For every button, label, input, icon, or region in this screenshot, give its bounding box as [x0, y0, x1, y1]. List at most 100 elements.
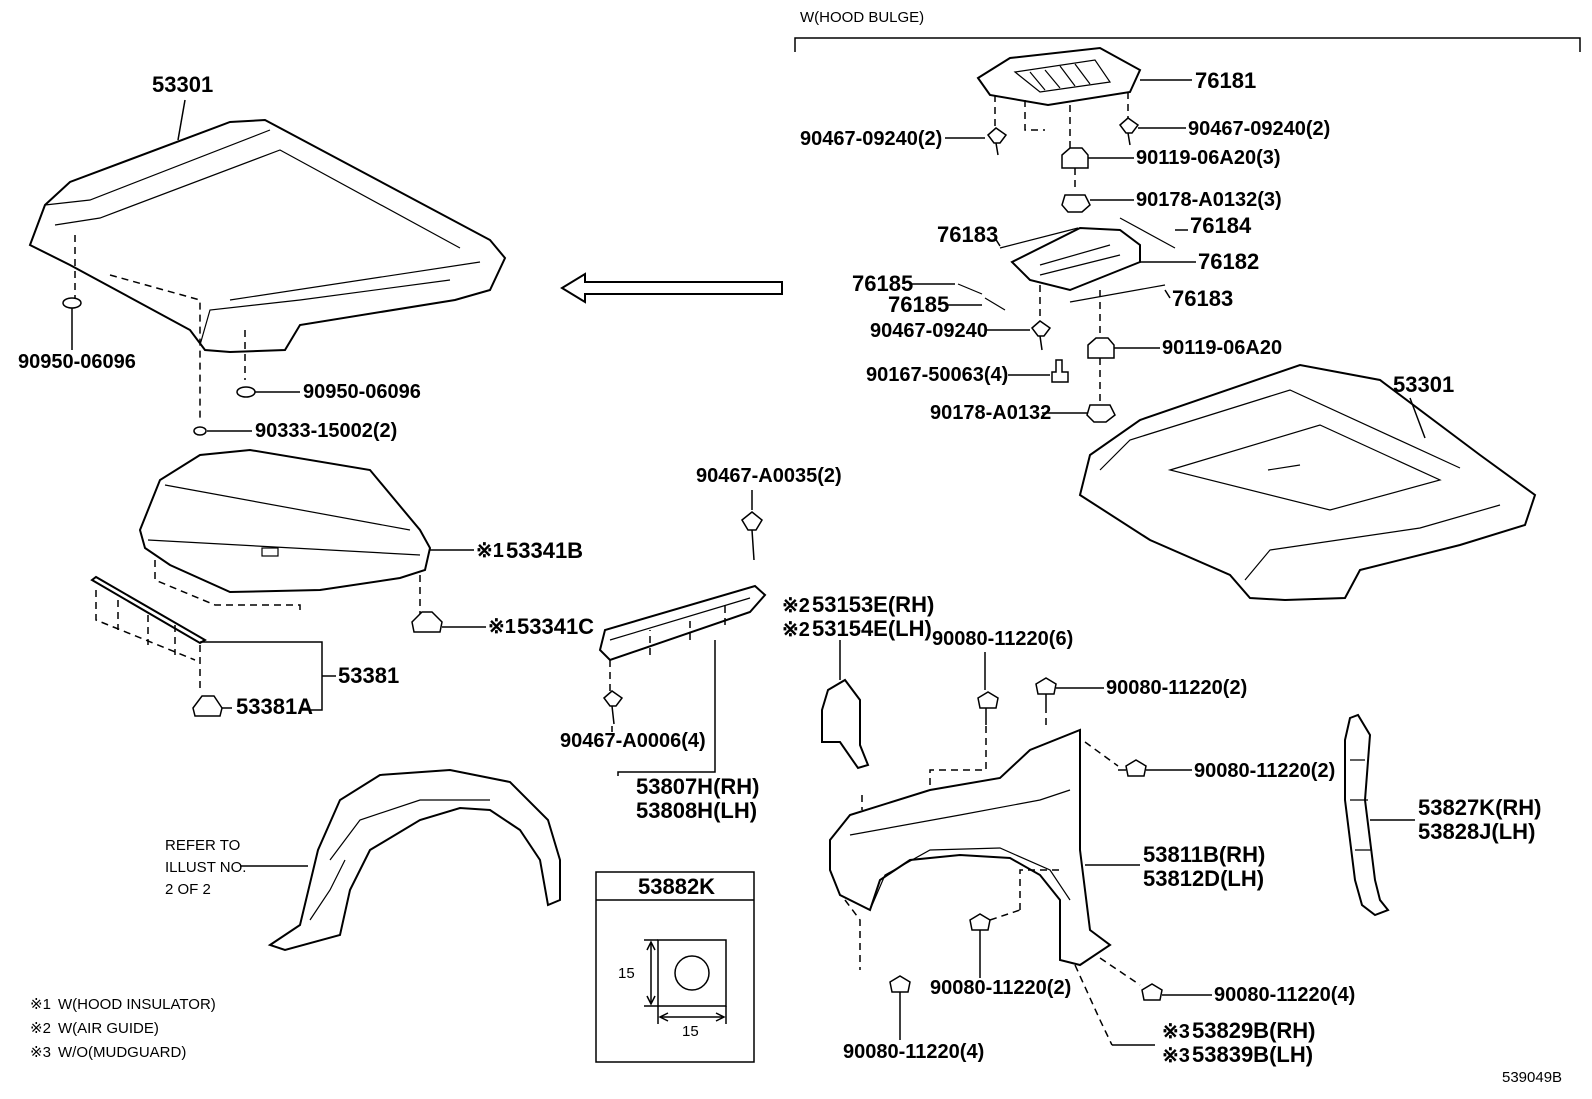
refer-note-line2: ILLUST NO. — [165, 859, 246, 876]
mark-insulator-clip: ※1 — [488, 616, 516, 638]
label-screw-50063: 90167-50063(4) — [866, 364, 1008, 386]
label-clip-a0035: 90467-A0035(2) — [696, 465, 842, 487]
refer-note-line3: 2 OF 2 — [165, 881, 211, 898]
nut-icon — [1087, 337, 1115, 359]
hood-panel-right — [1078, 363, 1537, 602]
bulge-cover-76181 — [976, 46, 1142, 107]
label-trim-76183-bottom: 76183 — [1172, 286, 1233, 311]
hood-bulge-bracket — [794, 37, 1581, 52]
mark-air-guide-2: ※2 — [782, 619, 810, 641]
label-seal-53381: 53381 — [338, 663, 399, 688]
plug-icon — [236, 386, 256, 398]
fender-liner — [267, 768, 561, 952]
bolt-icon — [1118, 759, 1147, 777]
label-bolt-11220-4b: 90080-11220(4) — [1214, 984, 1355, 1006]
label-nut-06a20-single: 90119-06A20 — [1162, 337, 1282, 359]
seal-clip-icon — [192, 695, 223, 717]
front-fender — [829, 728, 1112, 967]
label-clip-a0006: 90467-A0006(4) — [560, 730, 706, 752]
label-insulator: 53341B — [506, 538, 583, 563]
label-mudguard-rh: 53829B(RH) — [1192, 1018, 1316, 1043]
hood-bulge-label: W(HOOD BULGE) — [800, 9, 924, 26]
mark-mudguard-1: ※3 — [1162, 1021, 1190, 1043]
trim-strip — [1069, 284, 1166, 303]
label-fender-rh: 53811B(RH) — [1143, 842, 1265, 867]
screw-icon — [1051, 359, 1069, 383]
label-air-guide-lh: 53154E(LH) — [812, 616, 932, 641]
label-trim-76183-top: 76183 — [937, 222, 998, 247]
label-clip-90333: 90333-15002(2) — [255, 420, 397, 442]
footnote-mark: ※2 — [30, 1020, 51, 1037]
fender-bracket — [1344, 713, 1390, 917]
footnote-text: W(AIR GUIDE) — [58, 1020, 159, 1037]
bolt-icon — [1035, 677, 1057, 706]
refer-note-line1: REFER TO — [165, 837, 240, 854]
hood-insulator — [138, 448, 432, 594]
clip-icon — [193, 426, 207, 436]
label-bolt-11220-6: 90080-11220(6) — [932, 628, 1073, 650]
label-hood-right: 53301 — [1393, 372, 1454, 397]
label-pad-76185-a: 76185 — [852, 271, 913, 296]
label-plug-2: 90950-06096 — [303, 381, 421, 403]
clip-icon — [1118, 117, 1140, 146]
label-bolt-11220-2a: 90080-11220(2) — [1106, 677, 1247, 699]
footnotes: ※1 W(HOOD INSULATOR) ※2 W(AIR GUIDE) ※3 … — [30, 996, 216, 1061]
label-plug-1: 90950-06096 — [18, 351, 136, 373]
label-clip-09240-right: 90467-09240(2) — [1188, 118, 1330, 140]
fender-seal — [598, 584, 767, 662]
direction-arrow-icon — [560, 272, 783, 304]
clip-icon — [741, 511, 763, 561]
insulator-clip-icon — [411, 611, 443, 633]
label-hood-left: 53301 — [152, 72, 213, 97]
bulge-grille-76182 — [1010, 226, 1141, 292]
label-clip-09240-left: 90467-09240(2) — [800, 128, 942, 150]
trim-strip — [1119, 217, 1176, 249]
hood-panel-left — [28, 118, 507, 354]
label-trim-76184: 76184 — [1190, 213, 1252, 238]
bolt-icon — [977, 691, 999, 725]
label-bracket-lh: 53828J(LH) — [1418, 819, 1535, 844]
label-nut-06a20-3: 90119-06A20(3) — [1136, 147, 1281, 169]
clip-icon — [1030, 320, 1052, 351]
label-mudguard-lh: 53839B(LH) — [1192, 1042, 1313, 1067]
label-bolt-11220-2c: 90080-11220(2) — [930, 977, 1071, 999]
label-seal-lh: 53808H(LH) — [636, 798, 757, 823]
footnote-mark: ※3 — [30, 1044, 51, 1061]
footnote-text: W(HOOD INSULATOR) — [58, 996, 216, 1013]
pad-strip — [957, 283, 983, 295]
label-seal-rh: 53807H(RH) — [636, 774, 760, 799]
plug-icon — [62, 297, 82, 309]
nut-icon — [1061, 194, 1091, 213]
bolt-icon — [1141, 983, 1163, 1001]
label-air-guide-rh: 53153E(RH) — [812, 592, 934, 617]
label-pad-76185-b: 76185 — [888, 292, 949, 317]
clip-icon — [602, 690, 624, 725]
mark-insulator: ※1 — [476, 540, 504, 562]
label-grille-76182: 76182 — [1198, 249, 1259, 274]
pad-strip — [984, 297, 1006, 311]
footnote-text: W/O(MUDGUARD) — [58, 1044, 186, 1061]
nut-icon — [1061, 147, 1089, 169]
label-bracket-rh: 53827K(RH) — [1418, 795, 1542, 820]
trim-strip — [999, 227, 1079, 249]
bolt-icon — [969, 913, 991, 940]
hood-seal — [90, 575, 207, 645]
mark-mudguard-2: ※3 — [1162, 1045, 1190, 1067]
air-guide — [821, 678, 870, 770]
label-fender-lh: 53812D(LH) — [1143, 866, 1264, 891]
label-bulge-76181: 76181 — [1195, 68, 1256, 93]
label-insulator-clip: 53341C — [517, 614, 594, 639]
label-nut-a0132-3: 90178-A0132(3) — [1136, 189, 1282, 211]
sticker-dim-height: 15 — [618, 965, 635, 982]
clip-icon — [986, 127, 1008, 156]
sticker-box: 53882K 15 15 — [595, 871, 755, 1063]
label-nut-a0132-single: 90178-A0132 — [930, 402, 1051, 424]
nut-icon — [1086, 404, 1116, 423]
label-clip-09240-single: 90467-09240 — [870, 320, 988, 342]
footnote-mark: ※1 — [30, 996, 51, 1013]
bolt-icon — [889, 975, 911, 1000]
label-sticker: 53882K — [638, 874, 715, 899]
label-clip-53381a: 53381A — [236, 694, 313, 719]
